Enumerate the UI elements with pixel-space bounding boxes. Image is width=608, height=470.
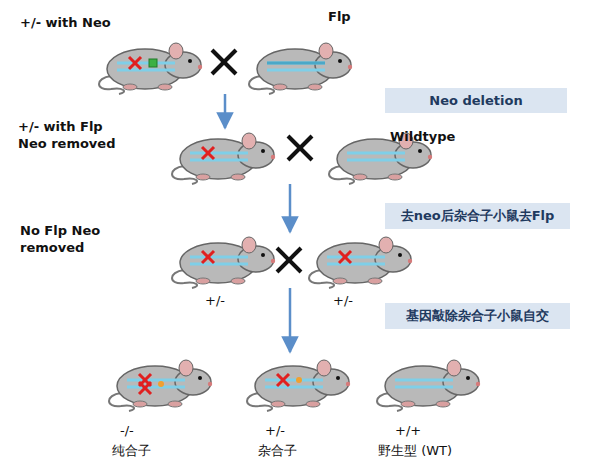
genotype-label: Wildtype <box>390 128 455 145</box>
mouse-figure <box>99 43 202 94</box>
mouse-node: No Flp Neo removed+/- <box>168 232 280 288</box>
genotype-label: +/- with Flp Neo removed <box>18 118 118 152</box>
genotype-label: 纯合子 <box>112 442 151 459</box>
mouse-node: -/-纯合子 <box>105 352 217 412</box>
mouse-node: Flp <box>245 38 355 94</box>
mouse-node: +/+野生型 (WT) <box>373 352 485 412</box>
mouse-figure <box>172 237 275 288</box>
mouse-node: Wildtype <box>325 128 437 184</box>
genotype-label: 杂合子 <box>258 442 297 459</box>
step-label: Neo deletion <box>429 93 522 108</box>
mouse-figure <box>309 237 412 288</box>
mouse-node: +/- <box>305 232 417 288</box>
genotype-label: Flp <box>328 8 351 25</box>
cross-symbol <box>212 50 236 74</box>
generation-arrow <box>224 94 227 128</box>
step-band: 去neo后杂合子小鼠去Flp <box>385 203 570 229</box>
mouse-figure <box>109 360 212 411</box>
cross-symbol <box>277 248 301 272</box>
mouse-figure <box>172 133 275 184</box>
step-label: 基因敲除杂合子小鼠自交 <box>406 307 549 325</box>
genotype-label: -/- <box>120 422 134 439</box>
mouse-node: +/- with Neo <box>95 38 207 94</box>
mouse-figure <box>377 360 480 411</box>
genotype-label: +/- <box>265 422 285 439</box>
mouse-figure <box>249 43 352 94</box>
genotype-label: +/- <box>205 292 225 309</box>
step-band: 基因敲除杂合子小鼠自交 <box>385 303 570 329</box>
cross-symbol <box>288 136 312 160</box>
genotype-label: No Flp Neo removed <box>20 222 120 256</box>
genotype-label: 野生型 (WT) <box>378 442 452 459</box>
mouse-node: +/-杂合子 <box>243 352 355 412</box>
genotype-label: +/- <box>333 292 353 309</box>
genotype-label: +/+ <box>395 422 421 439</box>
step-label: 去neo后杂合子小鼠去Flp <box>401 207 555 225</box>
mouse-node: +/- with Flp Neo removed <box>168 128 280 184</box>
step-band: Neo deletion <box>385 88 567 113</box>
genotype-label: +/- with Neo <box>20 14 111 31</box>
generation-arrow <box>289 288 292 352</box>
generation-arrow <box>289 184 292 232</box>
mouse-figure <box>247 360 350 411</box>
